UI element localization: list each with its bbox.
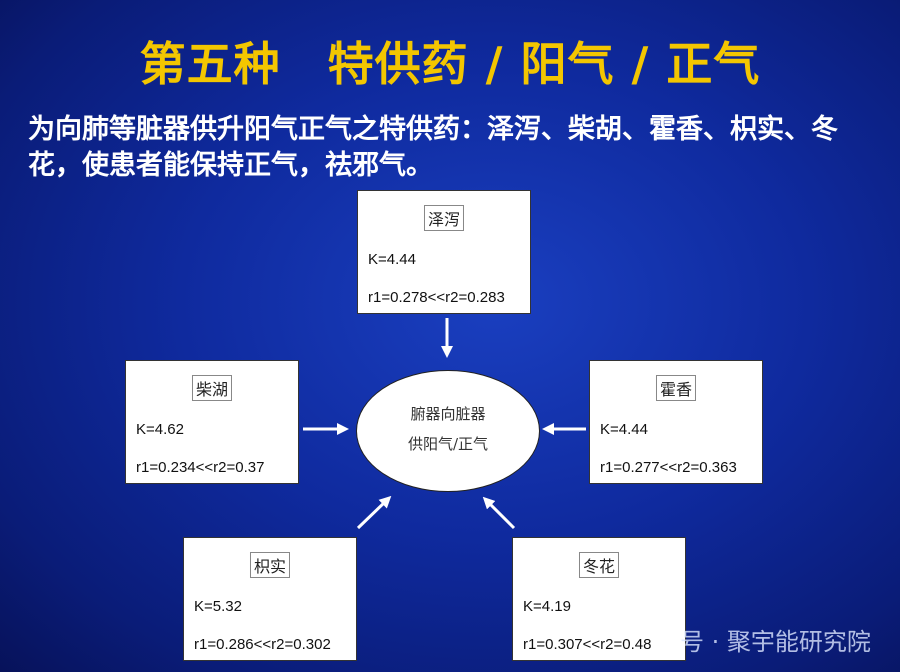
herb-label: 柴湖 (191, 375, 233, 401)
herb-r: r1=0.307<<r2=0.48 (523, 636, 652, 653)
herb-r: r1=0.286<<r2=0.302 (194, 636, 331, 653)
center-line2: 供阳气/正气 (407, 435, 489, 453)
herb-r: r1=0.277<<r2=0.363 (600, 459, 737, 476)
herb-label: 泽泻 (423, 205, 465, 231)
herb-k: K=4.44 (600, 421, 648, 438)
herb-box-donghua: 冬花 K=4.19 r1=0.307<<r2=0.48 (512, 537, 686, 661)
herb-label: 冬花 (578, 552, 620, 578)
center-line1: 腑器向脏器 (410, 405, 486, 423)
herb-k: K=5.32 (194, 598, 242, 615)
center-ellipse: 腑器向脏器 供阳气/正气 (356, 370, 540, 492)
herb-k: K=4.19 (523, 598, 571, 615)
arrow-bottom-right (482, 496, 516, 530)
slide-subtitle: 为向肺等脏器供升阳气正气之特供药：泽泻、柴胡、霍香、枳实、冬花，使患者能保持正气… (28, 114, 838, 181)
herb-box-zhishi: 枳实 K=5.32 r1=0.286<<r2=0.302 (183, 537, 357, 661)
herb-r: r1=0.234<<r2=0.37 (136, 459, 265, 476)
herb-box-chaihu: 柴湖 K=4.62 r1=0.234<<r2=0.37 (125, 360, 299, 484)
watermark: 号 · 聚宇能研究院 (680, 628, 871, 656)
arrow-bottom-left (356, 495, 392, 530)
herb-label: 枳实 (249, 552, 291, 578)
herb-box-zexie: 泽泻 K=4.44 r1=0.278<<r2=0.283 (357, 190, 531, 314)
herb-r: r1=0.278<<r2=0.283 (368, 289, 505, 306)
herb-box-huoxiang: 霍香 K=4.44 r1=0.277<<r2=0.363 (589, 360, 763, 484)
herb-k: K=4.44 (368, 251, 416, 268)
herb-k: K=4.62 (136, 421, 184, 438)
slide-title: 第五种 特供药 / 阳气 / 正气 (139, 37, 761, 91)
herb-label: 霍香 (655, 375, 697, 401)
